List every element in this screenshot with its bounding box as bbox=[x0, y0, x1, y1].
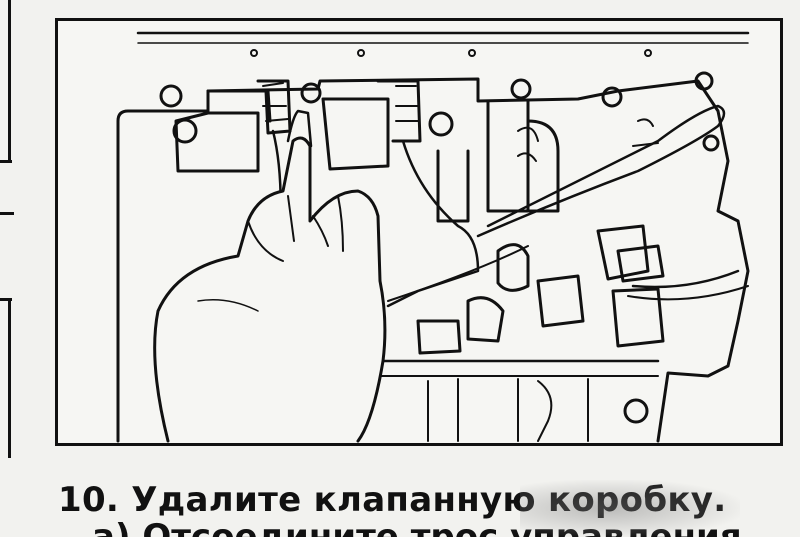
print-smudge bbox=[520, 480, 740, 537]
left-margin-dash bbox=[0, 212, 14, 215]
valve-body-illustration bbox=[116, 31, 750, 443]
left-margin-tick bbox=[0, 160, 12, 163]
left-margin-rule-bottom bbox=[8, 298, 11, 458]
step-subitem: а) Отсоедините трос управления bbox=[92, 520, 742, 537]
left-margin-rule-top bbox=[8, 0, 11, 160]
step-heading: 10. Удалите клапанную коробку. bbox=[58, 480, 727, 520]
valve-body-figure bbox=[55, 18, 783, 446]
left-margin-tick-lower bbox=[0, 298, 12, 301]
